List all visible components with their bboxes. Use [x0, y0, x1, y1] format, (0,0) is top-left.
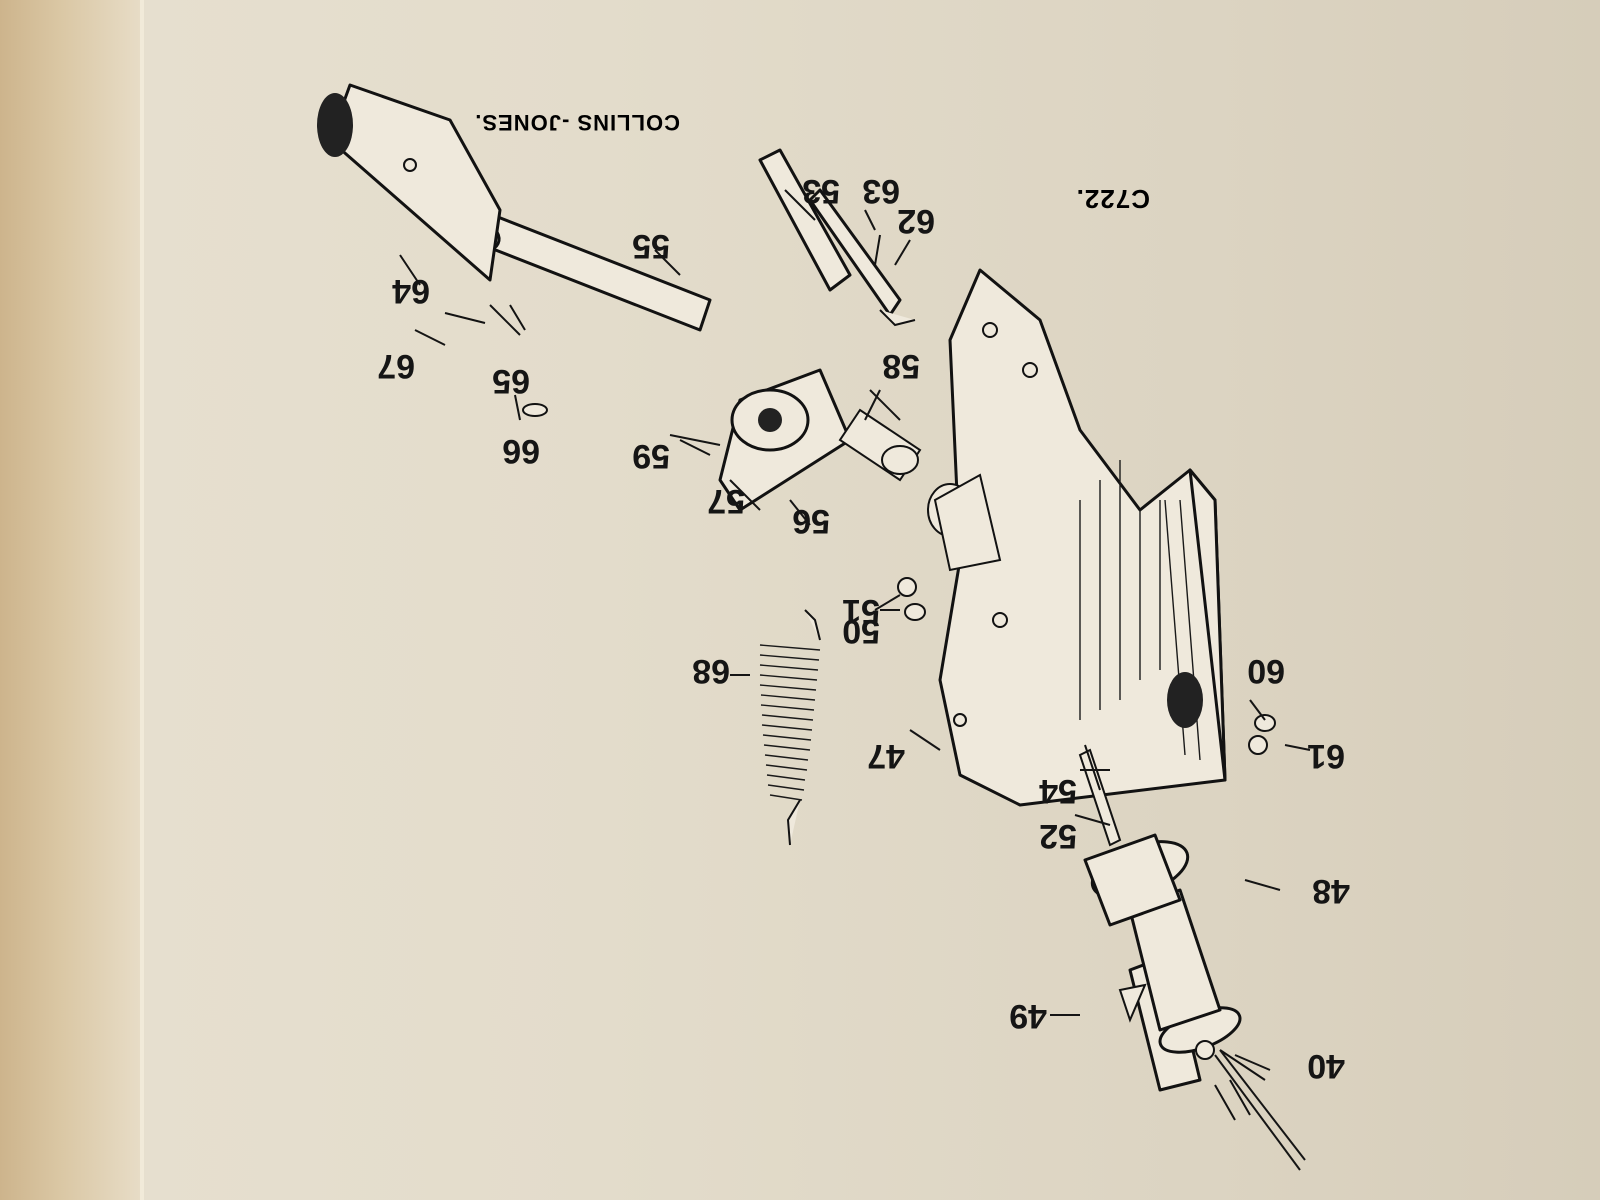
svg-text:66: 66 [502, 432, 540, 470]
svg-text:56: 56 [792, 502, 830, 540]
callout-59: 59 [632, 434, 721, 475]
svg-text:47: 47 [867, 737, 905, 775]
callout-48: 48 [1244, 872, 1350, 910]
svg-text:64: 64 [392, 272, 430, 310]
svg-text:58: 58 [882, 347, 920, 385]
svg-text:49: 49 [1009, 997, 1047, 1035]
callout-40: 40 [1234, 1047, 1345, 1085]
boss-56-57 [718, 368, 922, 512]
callout-53: 53 [784, 172, 840, 221]
svg-text:60: 60 [1247, 652, 1285, 690]
svg-text:53: 53 [802, 172, 840, 210]
callout-61: 61 [1284, 737, 1345, 775]
svg-text:50: 50 [842, 612, 880, 650]
svg-text:40: 40 [1307, 1047, 1345, 1085]
svg-text:67: 67 [377, 347, 415, 385]
callout-50: 50 [842, 594, 901, 650]
callout-49: 49 [1009, 997, 1080, 1035]
svg-text:52: 52 [1039, 817, 1077, 855]
callout-56: 56 [789, 499, 830, 540]
small-hardware [444, 234, 1276, 755]
page-edge [140, 0, 144, 1200]
svg-text:63: 63 [862, 172, 900, 210]
svg-text:54: 54 [1039, 772, 1077, 810]
svg-text:48: 48 [1312, 872, 1350, 910]
bracket-47 [927, 268, 1227, 807]
svg-text:51: 51 [842, 592, 880, 630]
svg-text:61: 61 [1307, 737, 1345, 775]
pedal-lever-assembly [317, 83, 902, 332]
svg-text:57: 57 [707, 482, 745, 520]
callout-58: 58 [864, 347, 920, 421]
svg-text:68: 68 [692, 652, 730, 690]
callout-65: 65 [489, 304, 530, 400]
callout-52: 52 [1039, 814, 1111, 855]
callout-66: 66 [502, 394, 540, 470]
callout-63: 63 [862, 172, 900, 231]
drawing-title: COLLINS -JONES. [474, 110, 680, 135]
callout-51: 51 [842, 592, 900, 630]
callout-64: 64 [392, 254, 430, 310]
callout-54: 54 [1039, 769, 1110, 810]
callout-47: 47 [867, 729, 941, 775]
drawing-code: C722. [1076, 184, 1150, 214]
master-cylinder-48 [1083, 833, 1306, 1171]
callout-67: 67 [377, 329, 446, 385]
callout-62: 62 [894, 202, 935, 266]
svg-text:59: 59 [632, 437, 670, 475]
svg-text:62: 62 [897, 202, 935, 240]
spring-68 [759, 609, 821, 846]
callout-60: 60 [1247, 652, 1285, 721]
svg-text:55: 55 [632, 227, 670, 265]
callout-57: 57 [707, 479, 761, 520]
push-rod-52 [1078, 744, 1122, 847]
callout-68: 68 [692, 652, 750, 690]
svg-text:65: 65 [492, 362, 530, 400]
callout-55: 55 [632, 227, 681, 276]
